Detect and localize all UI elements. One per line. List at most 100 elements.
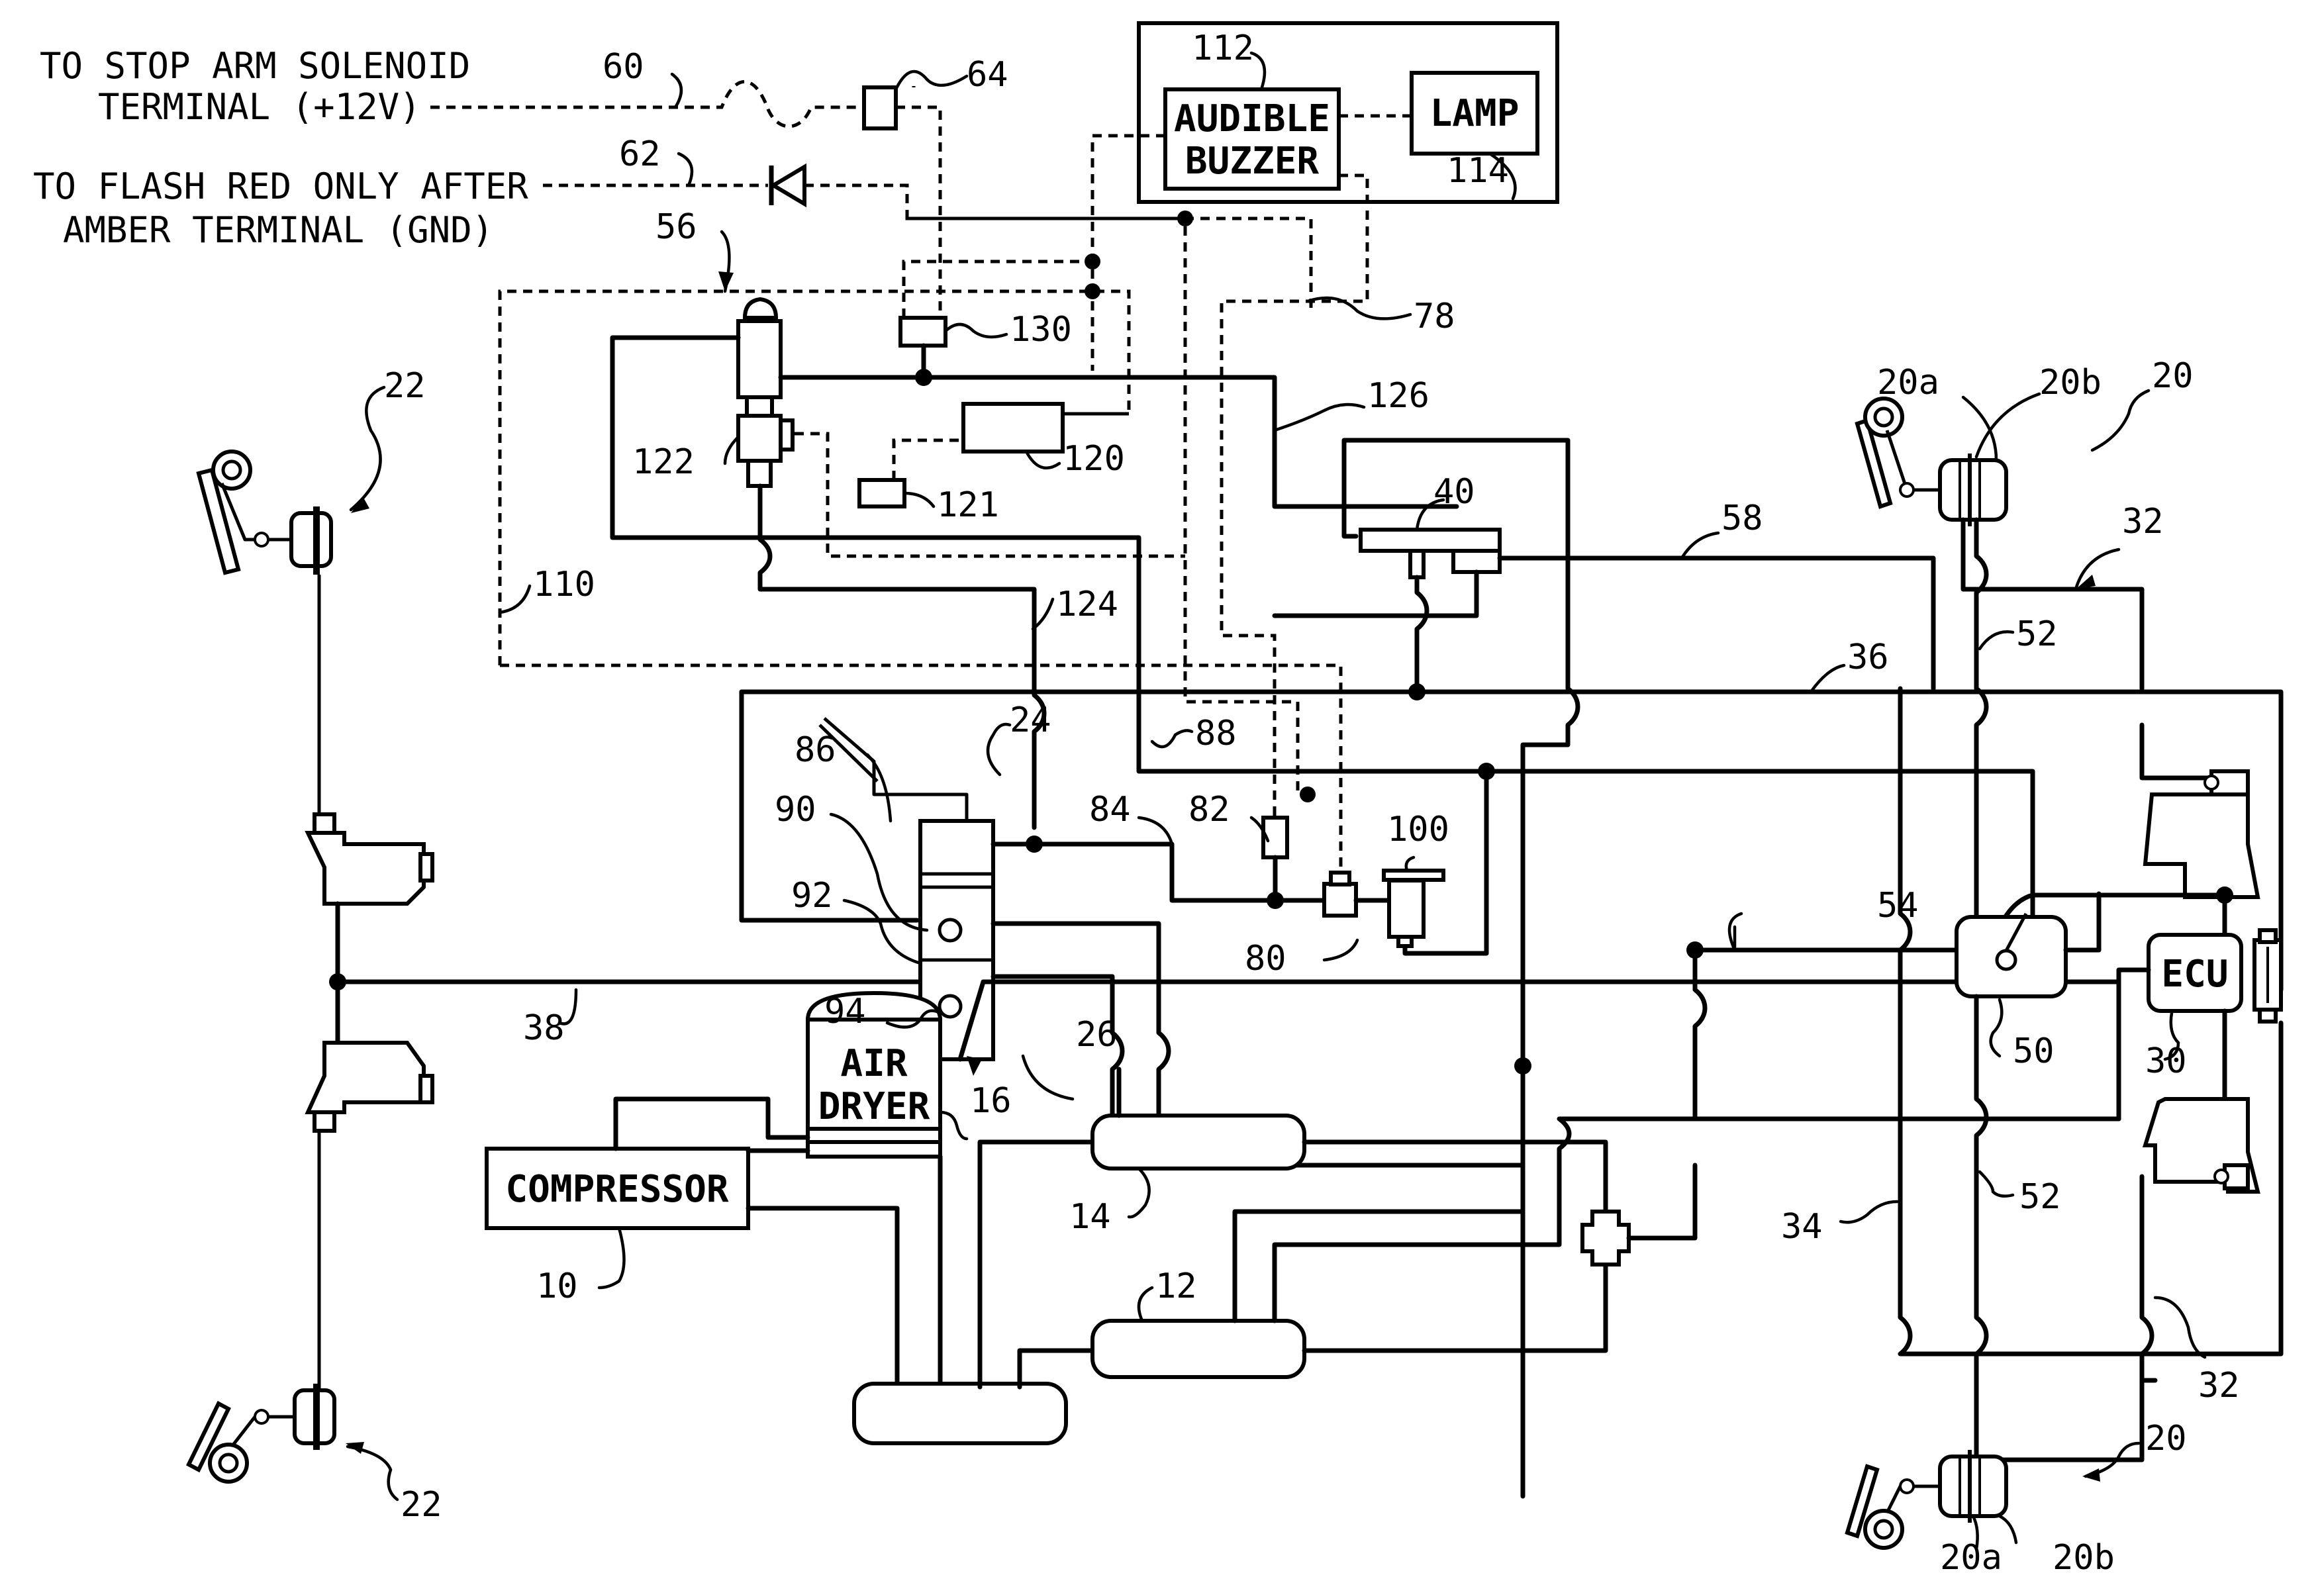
harness-110: [498, 289, 1131, 665]
air-dryer-label-line2: DRYER: [818, 1085, 930, 1128]
relay-valve-top: [2143, 769, 2260, 899]
panel-outline: [739, 689, 920, 923]
ref-30: 30: [2145, 1041, 2187, 1081]
front-valve-upper: [305, 812, 434, 906]
junction-dot: [1177, 211, 1193, 226]
modulator-50: [1955, 912, 2068, 998]
ref-20-top: 20: [2152, 356, 2194, 396]
line-dcv-out: [1626, 1163, 1698, 1241]
ref-122: 122: [632, 442, 695, 482]
line-tank-to-12: [1017, 1348, 1098, 1390]
ecu-label: ECU: [2161, 953, 2228, 996]
arrowheads: [346, 271, 2100, 1482]
ref-20-bot: 20: [2145, 1419, 2187, 1458]
ref-82: 82: [1188, 790, 1230, 830]
ref-80: 80: [1245, 939, 1286, 979]
ref-32-bot: 32: [2198, 1366, 2240, 1406]
wire-60: [430, 80, 864, 128]
reservoir-14: [1090, 1114, 1306, 1171]
ref-22-bot: 22: [401, 1485, 442, 1525]
ref-38: 38: [523, 1008, 565, 1048]
ref-58: 58: [1721, 499, 1763, 538]
line-compressor-out: [746, 1206, 900, 1390]
ref-24: 24: [1010, 700, 1051, 740]
ref-126: 126: [1367, 376, 1429, 416]
rear-brake-chamber-bottom: [1845, 1450, 2008, 1550]
lamp-label: LAMP: [1430, 92, 1520, 135]
line-50-down: [1974, 994, 1989, 1400]
ref-20b-top: 20b: [2039, 363, 2102, 403]
ref-121: 121: [937, 485, 999, 525]
line-32-bot: [2139, 1174, 2158, 1383]
junction-dot: [1085, 254, 1100, 269]
ref-110: 110: [533, 565, 595, 604]
line-54-down: [1692, 947, 1708, 1122]
ref-62: 62: [619, 134, 661, 174]
ref-60: 60: [603, 47, 644, 87]
ref-16: 16: [970, 1081, 1012, 1121]
ref-34: 34: [1781, 1207, 1823, 1247]
ref-36: 36: [1847, 638, 1889, 677]
port-92: [938, 918, 963, 943]
line-36: [739, 689, 2284, 992]
switch-64: [862, 85, 898, 130]
line-valve-out-92: [991, 921, 1525, 1168]
line-valve-out-94: [991, 974, 1125, 1135]
ref-52-bot: 52: [2019, 1177, 2061, 1217]
junction-dot: [1267, 892, 1284, 909]
ref-94: 94: [824, 992, 866, 1031]
air-dryer: [805, 990, 943, 1159]
line-84: [991, 841, 1333, 903]
ref-90: 90: [775, 790, 816, 830]
stop-arm-note-line1: TO STOP ARM SOLENOID: [40, 45, 470, 87]
line-12-out: [1302, 1262, 1608, 1353]
front-brake-chamber-top: [196, 450, 333, 575]
wire-122-out: [795, 432, 1185, 558]
ref-40: 40: [1433, 472, 1475, 512]
front-brake-chamber-bottom: [186, 1384, 336, 1484]
relay-valve-bottom: [2142, 1097, 2260, 1194]
line-52-top: [1974, 517, 1989, 930]
line-40-right: [1272, 569, 1479, 618]
front-valve-lower: [305, 1041, 434, 1133]
sensor-130: [898, 316, 947, 348]
ref-124: 124: [1056, 585, 1118, 624]
ref-114: 114: [1447, 151, 1509, 191]
buzzer-label-line1: AUDIBLE: [1174, 97, 1330, 140]
ref-78: 78: [1414, 297, 1455, 336]
line-ecu-left: [2116, 967, 2151, 1122]
line-88: [1136, 683, 2035, 926]
compressor-label: COMPRESSOR: [505, 1168, 728, 1211]
flash-red-note: TO FLASH RED ONLY AFTER AMBER TERMINAL (…: [33, 166, 528, 251]
junction-dot: [1408, 683, 1426, 700]
ref-112: 112: [1192, 28, 1254, 68]
ref-10: 10: [536, 1266, 578, 1306]
line-50-right: [2063, 891, 2102, 953]
line-valve-to-38: [957, 979, 2029, 1062]
ref-20a-bot: 20a: [1940, 1538, 2002, 1577]
valve-80-top: [1329, 871, 1351, 886]
ref-32-top: 32: [2122, 502, 2164, 542]
switch-40-block: [1451, 549, 1502, 574]
air-dryer-label-line1: AIR: [840, 1042, 907, 1085]
ecu: [2147, 933, 2243, 1013]
ref-88: 88: [1195, 714, 1237, 753]
ref-26: 26: [1076, 1015, 1118, 1055]
junction-dot: [915, 369, 932, 386]
compressor: [485, 1147, 750, 1230]
switch-40-stem: [1408, 549, 1426, 579]
line-20-top-a: [1961, 517, 2145, 691]
ref-56: 56: [655, 207, 697, 247]
device-100: [1382, 869, 1445, 948]
ref-20b-bot: 20b: [2053, 1538, 2115, 1577]
line-compressor-dryer-top: [613, 1096, 810, 1151]
stop-arm-note: TO STOP ARM SOLENOID TERMINAL (+12V): [40, 45, 470, 128]
sensor-connector: [2252, 928, 2283, 1024]
ref-86: 86: [795, 730, 836, 770]
ref-54: 54: [1877, 886, 1919, 926]
line-20-bot-b: [1987, 1378, 2145, 1462]
double-check-valve: [1580, 1210, 1631, 1266]
reservoir-12: [1090, 1319, 1306, 1379]
line-34: [1898, 686, 2284, 1357]
line-124: [757, 483, 1047, 830]
